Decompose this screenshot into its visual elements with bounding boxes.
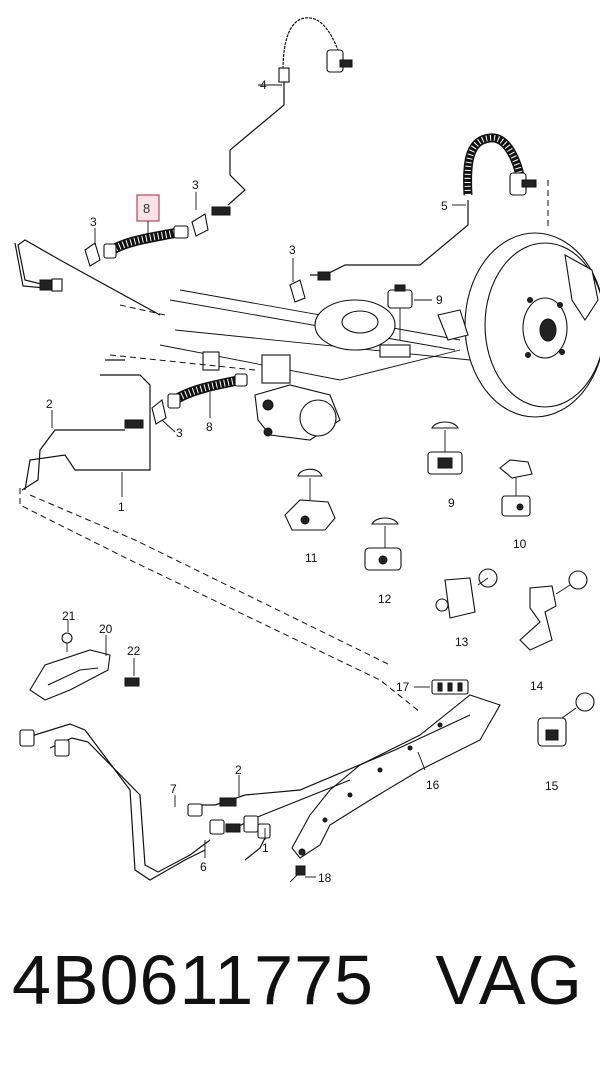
callout-5: 5 <box>441 199 448 213</box>
clamp-11 <box>284 468 336 531</box>
mounting-rail-16 <box>291 694 501 859</box>
part-number: 4B0611775 <box>12 941 374 1019</box>
callout-9-b: 9 <box>448 496 455 510</box>
brake-line-2-left <box>21 429 125 491</box>
callout-18: 18 <box>318 871 332 885</box>
callout-2-a: 2 <box>46 397 53 411</box>
callout-8: 8 <box>206 420 213 434</box>
callout-13: 13 <box>455 635 469 649</box>
callout-17: 17 <box>396 680 410 694</box>
callout-21: 21 <box>62 609 76 623</box>
clamp-12 <box>364 517 402 571</box>
callout-10: 10 <box>513 537 527 551</box>
brake-line-left-loop <box>17 239 161 316</box>
callout-4: 4 <box>260 78 267 92</box>
clip-17 <box>431 679 469 695</box>
clip-15 <box>537 692 595 747</box>
clamp-9-loose <box>427 421 463 475</box>
clip-3-center <box>289 271 331 303</box>
callout-15: 15 <box>545 779 559 793</box>
callout-1-b: 1 <box>262 841 269 855</box>
brake-lines-lower <box>19 714 471 881</box>
callout-12: 12 <box>378 592 392 606</box>
brand-name: VAG <box>435 941 584 1019</box>
callout-3-d: 3 <box>176 426 183 440</box>
callout-7: 7 <box>170 782 177 796</box>
callout-14: 14 <box>530 679 544 693</box>
highlight-label: 8 <box>143 201 150 216</box>
brake-disc <box>464 232 600 418</box>
brake-hose-8-upper <box>84 206 231 267</box>
clamp-10 <box>499 459 533 517</box>
callout-1-a: 1 <box>118 500 125 514</box>
bolt-18 <box>289 865 306 883</box>
brake-line-1-left <box>24 374 151 491</box>
parts-diagram: 4 5 <box>14 14 600 885</box>
callout-3-c: 3 <box>289 243 296 257</box>
callout-20: 20 <box>99 622 113 636</box>
callout-22: 22 <box>127 644 141 658</box>
clip-13 <box>435 568 498 619</box>
rear-axle <box>159 289 471 441</box>
callout-2-b: 2 <box>235 763 242 777</box>
brake-line-4 <box>227 82 285 206</box>
callout-11: 11 <box>305 551 318 565</box>
callout-9-a: 9 <box>436 293 443 307</box>
callout-3-a: 3 <box>90 215 97 229</box>
bracket-14 <box>519 570 588 651</box>
brake-hose-8-lower <box>124 373 248 429</box>
callout-6: 6 <box>200 860 207 874</box>
bracket-20 <box>29 632 140 701</box>
brake-hose-top <box>278 14 353 83</box>
callout-16: 16 <box>426 778 440 792</box>
callout-3-b: 3 <box>192 178 199 192</box>
brake-hose-right <box>463 133 537 196</box>
clamp-9-axle <box>387 284 413 340</box>
